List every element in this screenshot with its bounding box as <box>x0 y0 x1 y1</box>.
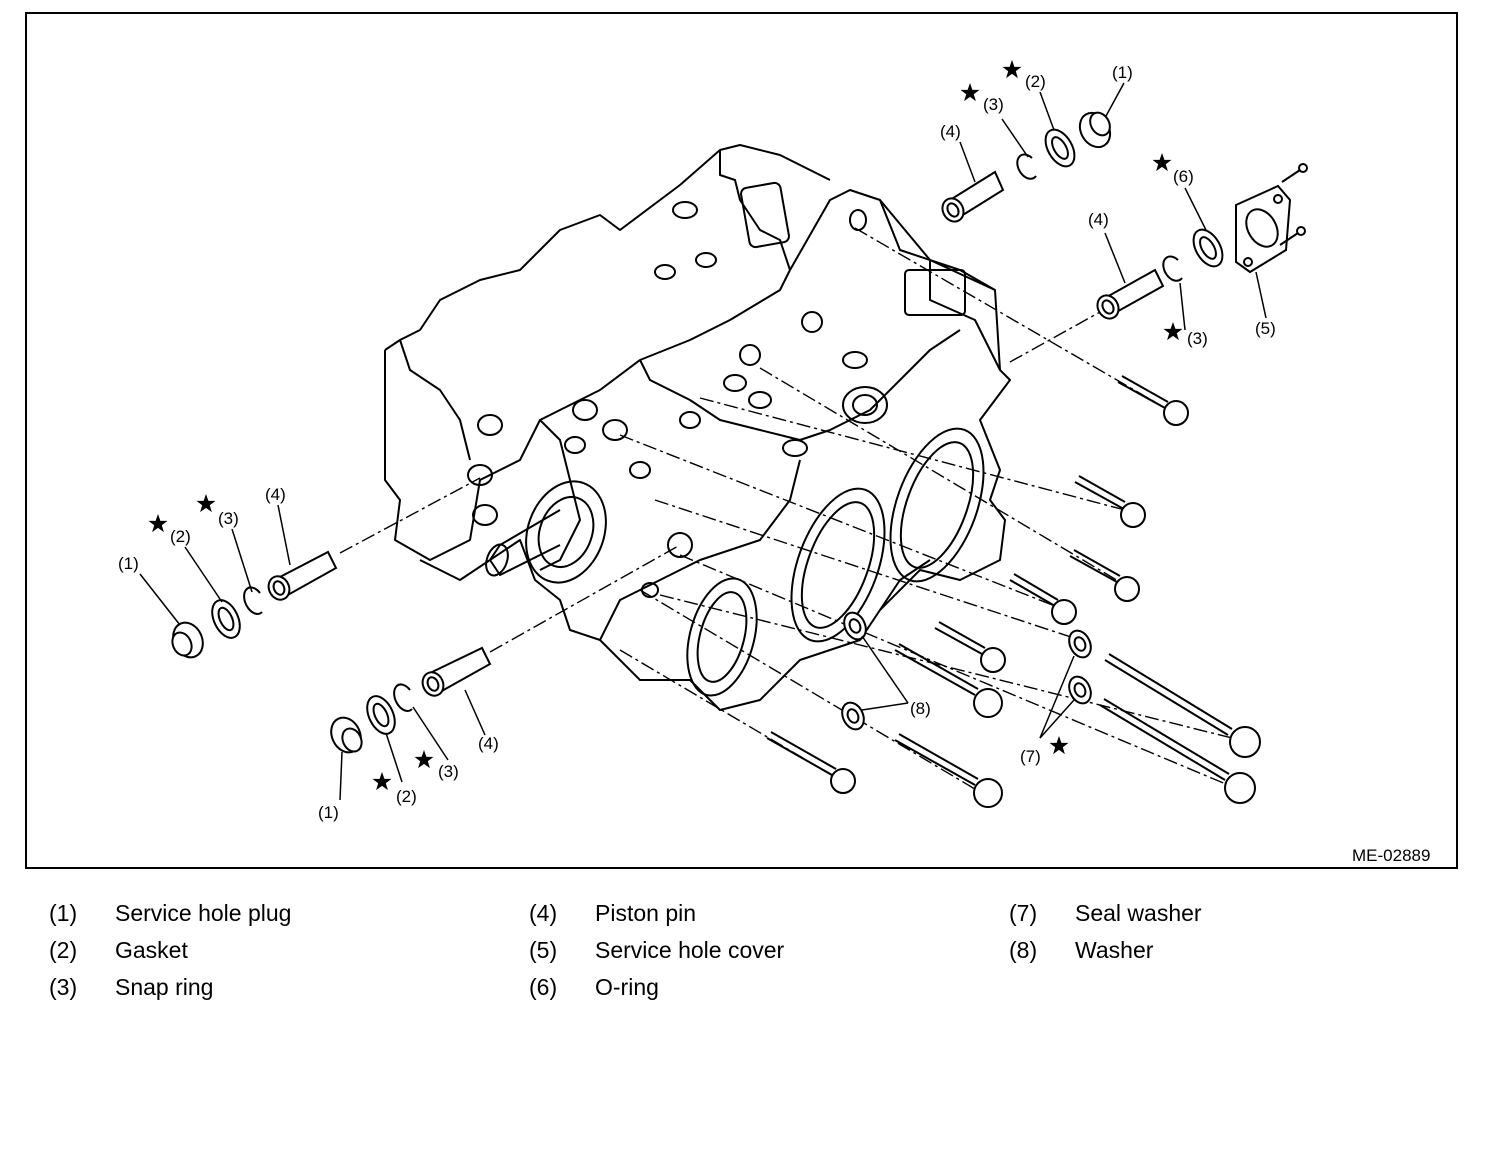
legend-number: (8) <box>1009 937 1038 963</box>
callout-4-left-lower: (4) <box>478 734 499 753</box>
callout-1-left-lower: (1) <box>318 803 339 822</box>
callout-8: (8) <box>910 699 931 718</box>
legend-number: (5) <box>529 937 558 963</box>
callout-7: (7) <box>1020 747 1041 766</box>
callout-5: (5) <box>1255 319 1276 338</box>
service-hole-plug-left-lower <box>330 716 363 754</box>
callout-labels: (1) (2) (3) (4) (1) (2) (3) (4) (4) (3) … <box>118 63 1430 865</box>
legend-label: Seal washer <box>1075 900 1202 926</box>
engine-block-exploded-diagram: (1) (2) (3) (4) (1) (2) (3) (4) (4) (3) … <box>118 60 1430 865</box>
legend-number: (7) <box>1009 900 1038 926</box>
gasket-top <box>1044 128 1076 168</box>
legend-label: Snap ring <box>115 974 214 1000</box>
snap-ring-top <box>1016 153 1037 180</box>
legend-number: (6) <box>529 974 558 1000</box>
legend-number: (1) <box>49 900 78 926</box>
piston-pin-left-upper <box>267 550 338 601</box>
callout-1-top: (1) <box>1112 63 1133 82</box>
callout-3-left-upper: (3) <box>218 509 239 528</box>
figure-id: ME-02889 <box>1352 846 1430 865</box>
service-hole-plug-left-upper <box>171 621 204 659</box>
assembly-axis-lines <box>339 227 1241 796</box>
seal-washers <box>1068 629 1092 705</box>
callout-2-left-lower: (2) <box>396 787 417 806</box>
callout-2-top: (2) <box>1025 72 1046 91</box>
callout-4-left-upper: (4) <box>265 485 286 504</box>
callout-4-top: (4) <box>940 122 961 141</box>
callout-3-left-lower: (3) <box>438 762 459 781</box>
callout-4-right: (4) <box>1088 210 1109 229</box>
cover-screws <box>1279 163 1308 246</box>
snap-ring-right <box>1162 255 1183 282</box>
parts-legend: (1) Service hole plug (2) Gasket (3) Sna… <box>0 892 1504 1022</box>
callout-1-left-upper: (1) <box>118 554 139 573</box>
callout-3-top: (3) <box>983 95 1004 114</box>
legend-number: (2) <box>49 937 78 963</box>
legend-label: Service hole plug <box>115 900 292 926</box>
legend-label: O-ring <box>595 974 659 1000</box>
callout-3-right: (3) <box>1187 329 1208 348</box>
figure-frame <box>25 12 1458 869</box>
gasket-left-lower <box>366 695 396 735</box>
legend-label: Service hole cover <box>595 937 785 963</box>
callout-6: (6) <box>1173 167 1194 186</box>
snap-ring-left-lower <box>393 683 413 712</box>
snap-ring-left-upper <box>243 586 263 615</box>
piston-pin-right <box>1096 268 1165 320</box>
o-ring <box>1192 228 1224 268</box>
washers <box>841 611 867 731</box>
callout-2-left-upper: (2) <box>170 527 191 546</box>
legend-number: (4) <box>529 900 558 926</box>
service-hole-cover <box>1235 184 1292 274</box>
legend-label: Gasket <box>115 937 188 963</box>
case-bolts <box>766 375 1261 808</box>
legend-label: Piston pin <box>595 900 697 926</box>
legend-number: (3) <box>49 974 78 1000</box>
service-hole-plug-top <box>1078 111 1112 149</box>
legend-label: Washer <box>1075 937 1154 963</box>
leader-lines <box>139 82 1267 801</box>
crankcase-body <box>384 144 1011 711</box>
piston-pin-top <box>941 170 1005 223</box>
gasket-left-upper <box>211 599 241 639</box>
piston-pin-left-lower <box>421 646 492 697</box>
